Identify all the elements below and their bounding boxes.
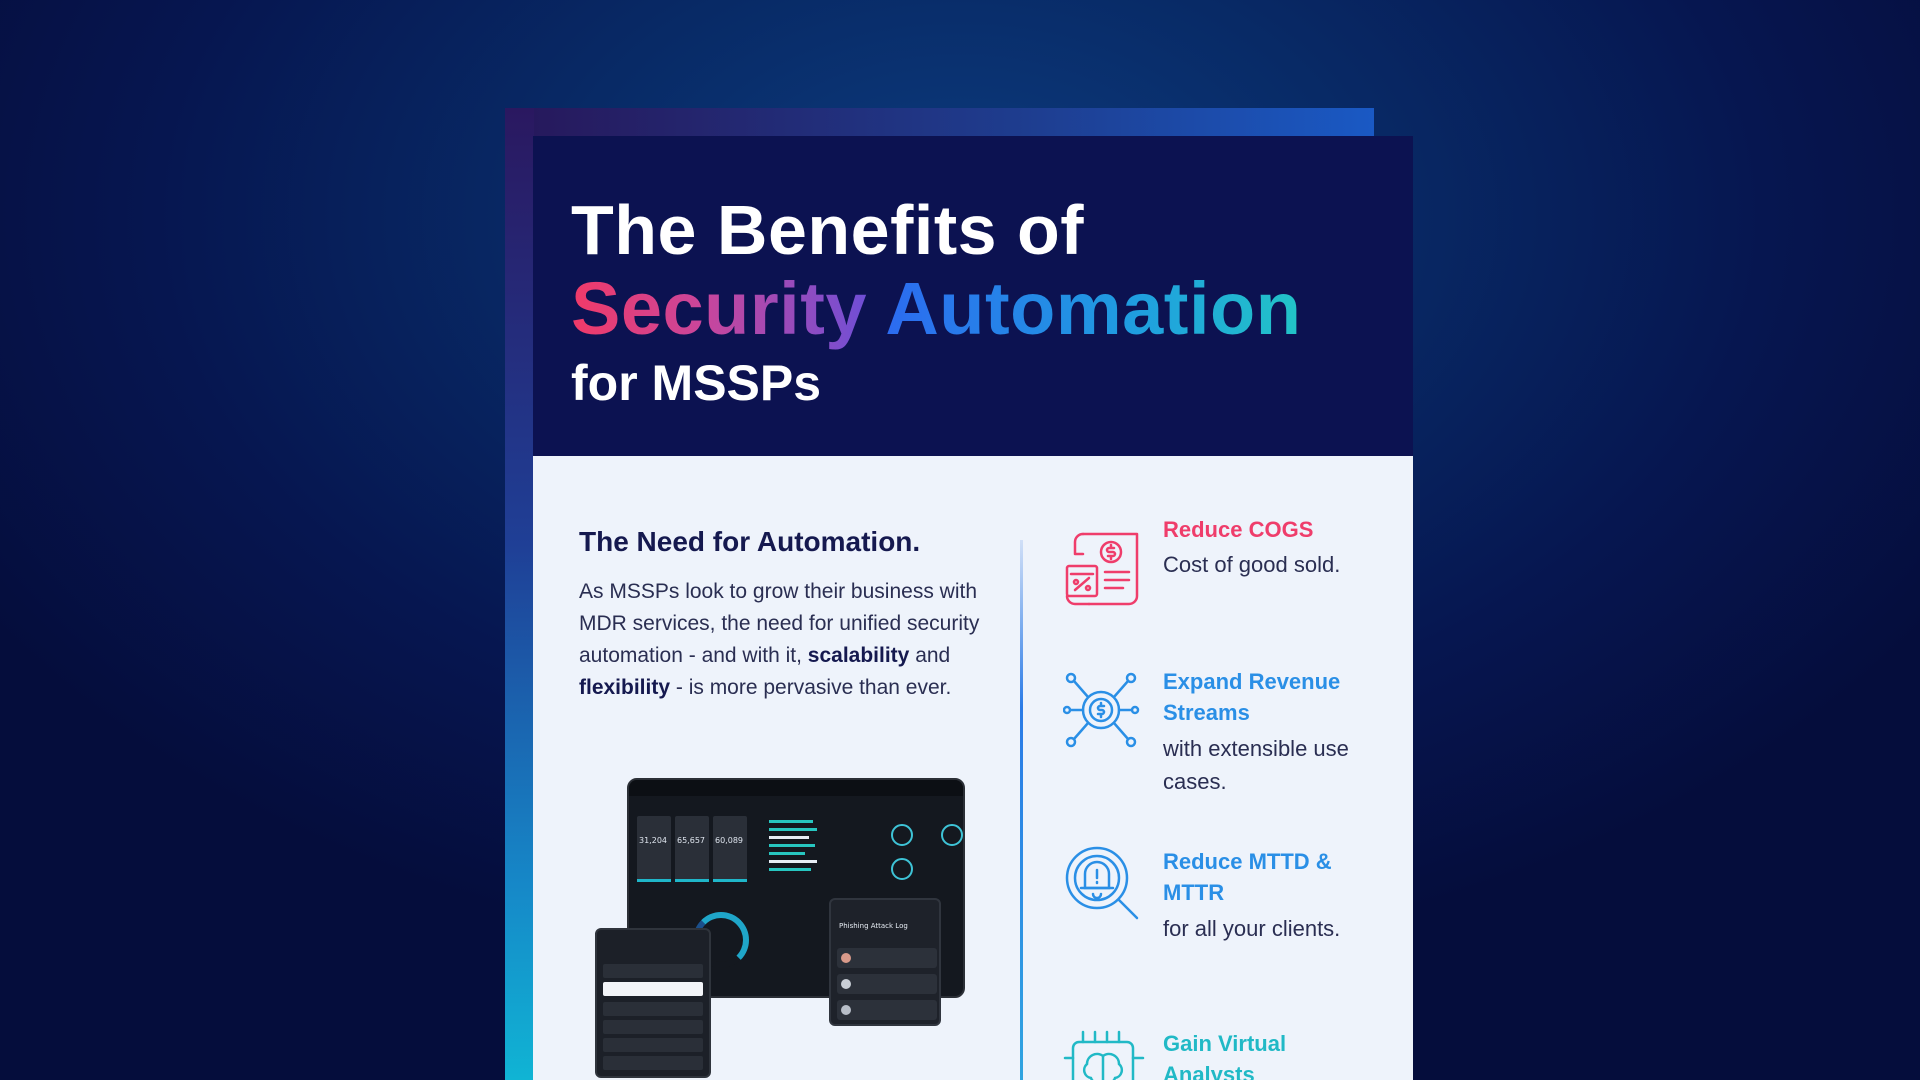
need-body-text-3: - is more pervasive than ever. bbox=[670, 676, 952, 699]
panel-row bbox=[837, 948, 937, 968]
column-divider bbox=[1020, 540, 1023, 1080]
bar-mark bbox=[769, 836, 809, 839]
bar-mark bbox=[769, 844, 815, 847]
panel-row bbox=[837, 1000, 937, 1020]
network-dollar-icon bbox=[1062, 668, 1147, 752]
benefit-title-reduce-cogs: Reduce COGS bbox=[1163, 517, 1314, 542]
sidebar-row-active bbox=[603, 982, 703, 996]
bar-mark bbox=[769, 860, 817, 863]
dashboard-screenshot: 31,204 65,657 60,089 Phishing Attack Log bbox=[595, 778, 965, 1078]
need-body: As MSSPs look to grow their business wit… bbox=[579, 576, 989, 704]
title-line-1: The Benefits of bbox=[571, 191, 1085, 269]
receipt-dollar-icon bbox=[1063, 526, 1147, 610]
bar-mark bbox=[769, 820, 813, 823]
dashboard-log-panel: Phishing Attack Log bbox=[829, 898, 941, 1026]
need-heading: The Need for Automation. bbox=[579, 526, 921, 557]
need-body-bold-1: scalability bbox=[807, 644, 910, 667]
title-word-automation: Automation bbox=[885, 267, 1302, 350]
gauge-ring bbox=[891, 824, 913, 846]
panel-title: Phishing Attack Log bbox=[839, 922, 908, 930]
alert-search-icon bbox=[1063, 844, 1147, 928]
sidebar-row bbox=[603, 1002, 703, 1016]
need-body-text-2: and bbox=[909, 644, 951, 667]
benefit-title-reduce-mttd: Reduce MTTD & MTTR bbox=[1163, 849, 1332, 905]
kpi-card: 60,089 bbox=[713, 816, 747, 882]
title-line-3: for MSSPs bbox=[571, 355, 822, 411]
kpi-value: 60,089 bbox=[715, 836, 743, 845]
bar-mark bbox=[769, 828, 817, 831]
title-word-security: Security bbox=[571, 267, 868, 350]
benefit-desc-reduce-cogs: Cost of good sold. bbox=[1163, 552, 1341, 577]
kpi-card: 31,204 bbox=[637, 816, 671, 882]
document-page: The Benefits of Security Automation for … bbox=[533, 136, 1413, 1080]
bar-mark bbox=[769, 852, 805, 855]
kpi-value: 31,204 bbox=[639, 836, 667, 845]
sidebar-row bbox=[603, 964, 703, 978]
bar-mark bbox=[769, 868, 811, 871]
sidebar-row bbox=[603, 1038, 703, 1052]
need-body-bold-2: flexibility bbox=[579, 676, 671, 699]
document-header: The Benefits of Security Automation for … bbox=[533, 136, 1413, 456]
benefit-title-expand-revenue: Expand Revenue Streams bbox=[1163, 669, 1341, 725]
gauge-ring bbox=[941, 824, 963, 846]
title-line-2: Security Automation bbox=[571, 266, 1301, 351]
benefit-desc-expand-revenue: with extensible use cases. bbox=[1163, 736, 1349, 794]
sidebar-row bbox=[603, 1056, 703, 1070]
sidebar-row bbox=[603, 1020, 703, 1034]
gauge-ring bbox=[891, 858, 913, 880]
kpi-card: 65,657 bbox=[675, 816, 709, 882]
kpi-value: 65,657 bbox=[677, 836, 705, 845]
dashboard-sidebar-window bbox=[595, 928, 711, 1078]
brain-chip-icon bbox=[1063, 1028, 1147, 1080]
need-body-text-1: As MSSPs look to grow their business wit… bbox=[579, 580, 980, 667]
dashboard-topbar bbox=[629, 780, 963, 796]
benefit-title-gain-analysts: Gain Virtual Analysts bbox=[1163, 1031, 1287, 1080]
panel-row bbox=[837, 974, 937, 994]
benefit-desc-reduce-mttd: for all your clients. bbox=[1163, 916, 1341, 941]
